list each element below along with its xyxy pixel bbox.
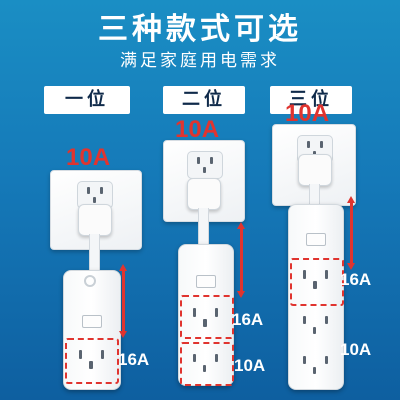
power-switch xyxy=(196,275,216,288)
outlet-10a xyxy=(187,347,225,377)
power-strip-two xyxy=(178,244,234,386)
highlight-outlet-one xyxy=(65,338,119,384)
highlight-outlet-two-a xyxy=(180,295,234,339)
power-cord-two xyxy=(198,208,209,244)
outlet-rating-three-b: 10A xyxy=(340,340,372,359)
plate-rating-two: 10A xyxy=(175,116,220,143)
plate-rating-three: 10A xyxy=(285,100,330,127)
outlet-rating-two-a: 16A xyxy=(232,310,264,329)
outlet-rating-two-b: 10A xyxy=(234,356,266,375)
tag-two-outlets: 二位 xyxy=(163,86,245,114)
headline: 三种款式可选 xyxy=(98,12,302,47)
outlet-16a xyxy=(187,301,225,331)
length-arrow-one xyxy=(119,264,127,338)
outlet-16a xyxy=(73,343,111,373)
hang-hole xyxy=(84,275,96,287)
wall-plate-two xyxy=(163,140,245,222)
outlet-16a xyxy=(297,263,335,293)
length-arrow-three xyxy=(347,196,355,270)
power-strip-one xyxy=(63,270,121,390)
length-arrow-two xyxy=(237,222,245,298)
outlet-rating-three-a: 16A xyxy=(340,270,372,289)
tag-one-outlet: 一位 xyxy=(44,86,130,114)
highlight-outlet-two-b xyxy=(180,342,234,386)
subline: 满足家庭用电需求 xyxy=(120,51,280,71)
wall-plug-three xyxy=(298,154,332,186)
power-cord-one xyxy=(89,234,100,272)
plate-rating-one: 10A xyxy=(66,144,111,171)
highlight-outlet-three xyxy=(290,258,344,306)
outlet-rating-one: 16A xyxy=(118,350,150,369)
wall-plug-two xyxy=(187,178,221,210)
power-cord-three xyxy=(309,184,320,206)
power-switch xyxy=(82,315,102,328)
wall-plug-one xyxy=(78,204,112,236)
outlet-10a xyxy=(297,309,335,339)
outlet-10a xyxy=(297,349,335,379)
tag-three-outlets: 三位 xyxy=(270,86,352,114)
power-switch xyxy=(306,233,326,246)
wall-socket xyxy=(187,151,223,179)
